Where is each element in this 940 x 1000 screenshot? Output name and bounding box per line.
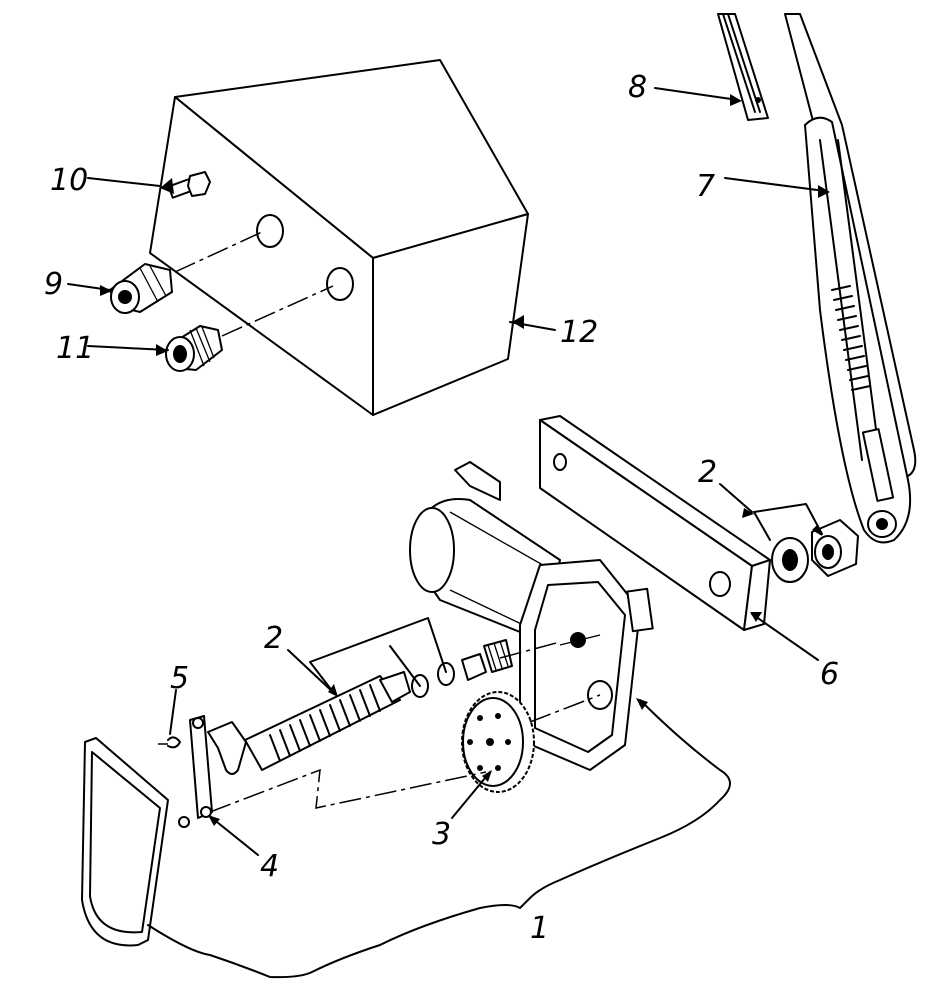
label-3: 3 — [432, 817, 451, 852]
worm-threads — [269, 684, 381, 762]
part-2-worm-shaft — [207, 617, 513, 775]
label-2-left: 2 — [264, 621, 283, 656]
part-1-motor-assembly — [409, 461, 654, 771]
label-10: 10 — [50, 163, 88, 198]
part-10-bolt — [160, 171, 211, 199]
label-11: 11 — [56, 331, 94, 366]
label-5: 5 — [170, 661, 189, 696]
part-4-link — [178, 715, 213, 828]
label-6: 6 — [820, 657, 839, 692]
label-9: 9 — [44, 267, 63, 302]
label-8: 8 — [628, 70, 647, 105]
label-1: 1 — [530, 911, 549, 946]
part-9-grommet — [109, 263, 173, 314]
part-3-gear — [461, 691, 535, 793]
part-12-box — [149, 59, 529, 416]
label-7: 7 — [696, 169, 715, 204]
part-11-gland — [165, 325, 223, 372]
cover-plate — [81, 737, 169, 947]
arm-spring — [831, 285, 871, 391]
arrowheads — [100, 94, 830, 826]
part-7-wiper-arm — [784, 13, 917, 544]
leader-lines — [67, 87, 826, 979]
part-5-clip — [158, 736, 181, 749]
part-8-blade — [717, 13, 769, 121]
part-2-washer-nut — [771, 519, 859, 583]
label-4: 4 — [260, 849, 279, 884]
label-2-right: 2 — [698, 455, 717, 490]
label-12: 12 — [560, 315, 598, 350]
